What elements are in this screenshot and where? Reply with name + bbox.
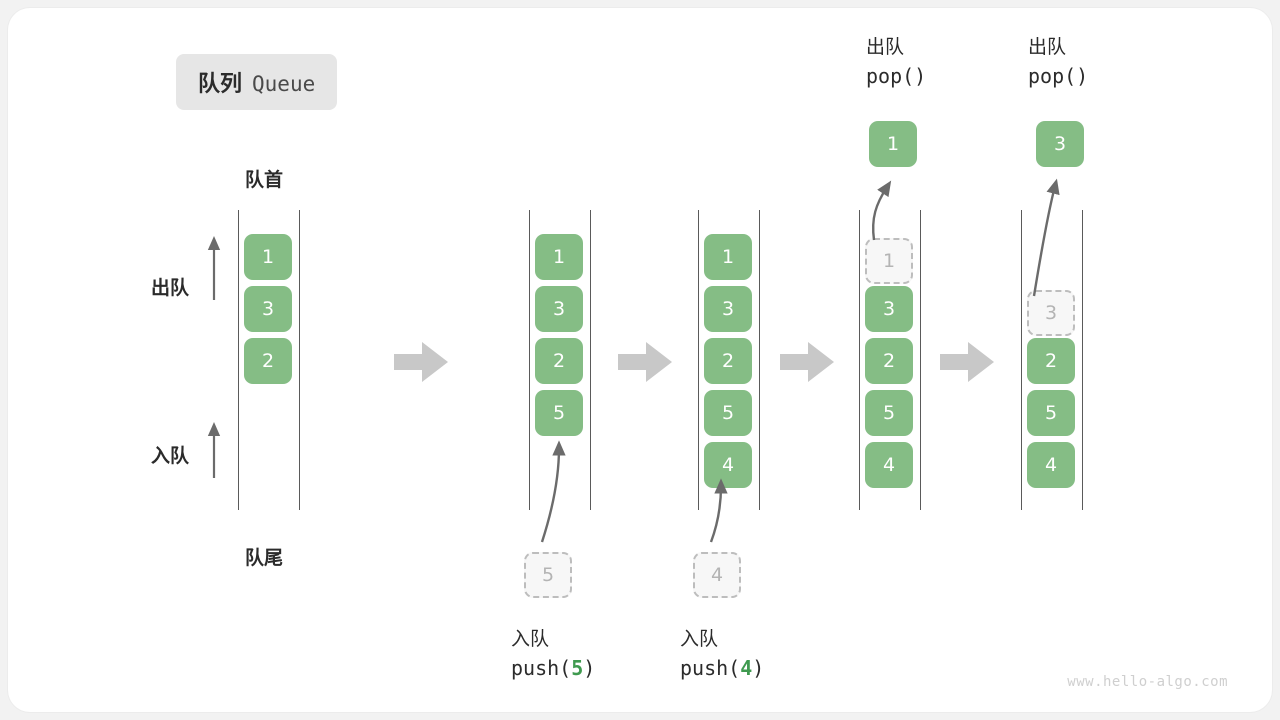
queue-element: 3 [865, 286, 913, 332]
queue-element: 1 [704, 234, 752, 280]
queue-element-removed: 3 [1027, 290, 1075, 336]
queue-element: 2 [244, 338, 292, 384]
title-english: Queue [252, 72, 316, 96]
code-pre: push( [511, 655, 572, 680]
queue-rail-right-s1 [299, 210, 300, 510]
caption-chinese: 入队 [680, 628, 719, 650]
code-post: ) [752, 655, 765, 680]
queue-element-new: 5 [535, 390, 583, 436]
queue-element: 1 [244, 234, 292, 280]
caption-code: push(5) [511, 654, 595, 683]
queue-rail-right-s3 [759, 210, 760, 510]
step-arrow-2 [618, 342, 672, 382]
stage-caption-push-5: 入队 push(5) [511, 626, 595, 683]
queue-rail-left-s3 [698, 210, 699, 510]
popped-element: 1 [869, 121, 917, 167]
queue-element-new: 4 [704, 442, 752, 488]
diagram-card: 队列 Queue 队首 队尾 出队 入队 1 3 2 1 3 2 5 5 入队 … [8, 8, 1272, 712]
dequeue-direction-label: 出队 [151, 277, 190, 299]
pop-3-arrow [1032, 178, 1060, 297]
step-arrow-4 [940, 342, 994, 382]
code-num: 5 [571, 655, 584, 680]
stage-header-pop-3: 出队 pop() [1028, 34, 1088, 91]
queue-rail-right-s2 [590, 210, 591, 510]
popped-element: 3 [1036, 121, 1084, 167]
push-4-arrow [709, 478, 728, 543]
step-arrow-3 [780, 342, 834, 382]
header-code: pop() [1028, 63, 1089, 88]
caption-chinese: 入队 [511, 628, 550, 650]
step-arrow-1 [394, 342, 448, 382]
queue-element: 4 [865, 442, 913, 488]
queue-element: 2 [704, 338, 752, 384]
queue-element: 2 [535, 338, 583, 384]
queue-rail-left-s2 [529, 210, 530, 510]
code-pre: push( [680, 655, 741, 680]
queue-element: 3 [244, 286, 292, 332]
queue-element: 2 [865, 338, 913, 384]
queue-rail-left-s4 [859, 210, 860, 510]
queue-element: 5 [704, 390, 752, 436]
queue-rail-left-s1 [238, 210, 239, 510]
queue-element: 3 [704, 286, 752, 332]
stage-header-pop-1: 出队 pop() [866, 34, 926, 91]
queue-element: 2 [1027, 338, 1075, 384]
title-chinese: 队列 [198, 72, 243, 97]
incoming-element-ghost: 4 [693, 552, 741, 598]
header-code: pop() [866, 63, 927, 88]
queue-tail-label: 队尾 [245, 547, 284, 569]
queue-element: 4 [1027, 442, 1075, 488]
queue-rail-left-s5 [1021, 210, 1022, 510]
queue-element: 3 [535, 286, 583, 332]
code-num: 4 [740, 655, 753, 680]
queue-element: 5 [1027, 390, 1075, 436]
enqueue-direction-label: 入队 [151, 445, 190, 467]
queue-head-label: 队首 [245, 169, 284, 191]
caption-code: push(4) [680, 654, 764, 683]
queue-element: 5 [865, 390, 913, 436]
pop-1-arrow [872, 180, 892, 241]
queue-element: 1 [535, 234, 583, 280]
stage-caption-push-4: 入队 push(4) [680, 626, 764, 683]
diagram-title-chip: 队列 Queue [176, 54, 338, 110]
push-5-arrow [540, 440, 566, 543]
queue-element-removed: 1 [865, 238, 913, 284]
site-watermark: www.hello-algo.com [1067, 674, 1228, 690]
queue-rail-right-s5 [1082, 210, 1083, 510]
header-chinese: 出队 [866, 36, 905, 58]
incoming-element-ghost: 5 [524, 552, 572, 598]
code-post: ) [583, 655, 596, 680]
queue-rail-right-s4 [920, 210, 921, 510]
header-chinese: 出队 [1028, 36, 1067, 58]
